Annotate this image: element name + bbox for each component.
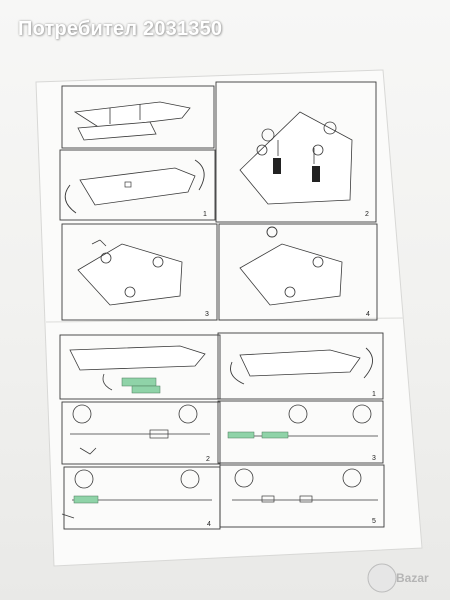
step-number: 1	[372, 391, 376, 398]
step-number: 3	[372, 455, 376, 462]
panel-bottom-5: 5	[219, 464, 385, 528]
panel-bottom-a	[59, 334, 221, 400]
green-label	[73, 495, 99, 504]
panel-top-3: 3	[61, 223, 218, 321]
step-number: 4	[207, 521, 211, 528]
panel-top-4: 4	[218, 223, 378, 321]
green-label	[261, 431, 289, 439]
panel-top-a	[61, 85, 215, 149]
step-number: 1	[203, 211, 207, 218]
green-label	[227, 431, 255, 439]
step-number: 2	[206, 456, 210, 463]
green-label	[131, 385, 161, 394]
panel-bottom-1: 1	[217, 332, 384, 400]
panel-top-2: 2	[215, 81, 377, 223]
panel-bottom-2: 2	[61, 401, 221, 465]
panel-bottom-3: 3	[217, 400, 384, 464]
step-number: 3	[205, 311, 209, 318]
bazar-logo: Bazar	[367, 563, 429, 593]
logo-text: Bazar	[396, 571, 429, 585]
step-number: 5	[372, 518, 376, 525]
panel-top-1: 1	[59, 149, 216, 221]
step-number: 4	[366, 311, 370, 318]
green-label	[121, 377, 157, 387]
watermark-text: Потребител 2031350	[18, 18, 223, 40]
step-number: 2	[365, 211, 369, 218]
